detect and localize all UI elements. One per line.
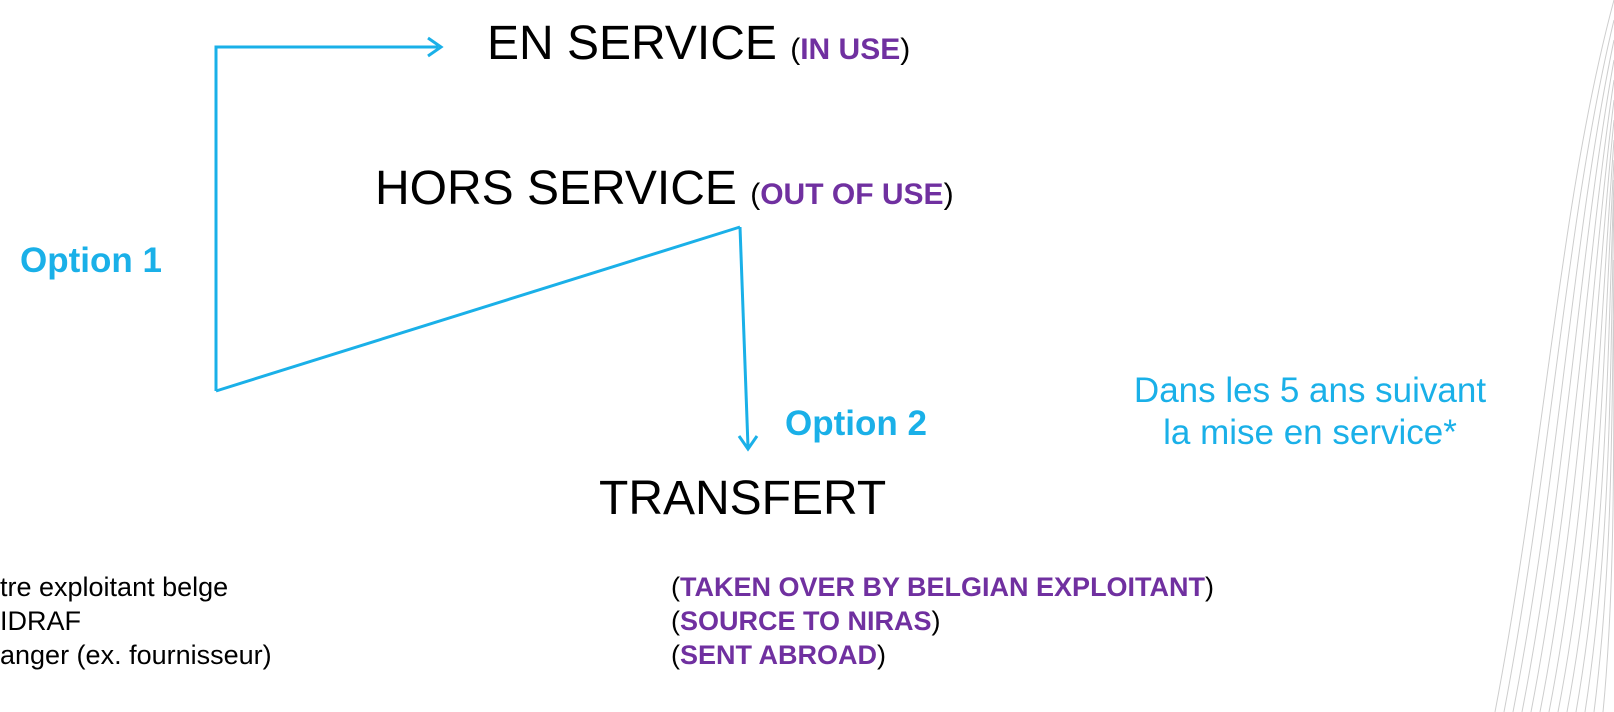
- transfer-item-en-close-paren: ): [877, 640, 887, 670]
- option1-arrowhead: [427, 36, 444, 58]
- transfer-item-en-label: SENT ABROAD: [680, 640, 878, 670]
- transfer-item-en-open-paren: (: [671, 640, 680, 670]
- state-in-use-translation: IN USE: [800, 33, 901, 66]
- transfer-item-en: (TAKEN OVER BY BELGIAN EXPLOITANT): [671, 570, 1214, 604]
- timing-note: Dans les 5 ans suivant la mise en servic…: [1110, 370, 1510, 454]
- transfer-list-french: tre exploitant belge IDRAF anger (ex. fo…: [0, 570, 272, 672]
- state-in-use-label: EN SERVICE: [487, 17, 777, 70]
- transfer-item-en: (SENT ABROAD): [671, 638, 1214, 672]
- transfer-item-en-label: TAKEN OVER BY BELGIAN EXPLOITANT: [680, 572, 1206, 602]
- transfer-item-en-open-paren: (: [671, 572, 680, 602]
- state-transfer: TRANSFERT: [599, 472, 887, 525]
- option1-connector: [214, 45, 438, 391]
- state-in-use-open-paren: (: [790, 33, 801, 66]
- timing-note-line2: la mise en service*: [1163, 413, 1457, 452]
- transfer-item-en-close-paren: ): [1205, 572, 1215, 602]
- transfer-list-english: (TAKEN OVER BY BELGIAN EXPLOITANT) (SOUR…: [671, 570, 1214, 672]
- transfer-item-en-close-paren: ): [931, 606, 941, 636]
- option1-label: Option 1: [20, 241, 162, 280]
- transfer-item-fr: tre exploitant belge: [0, 572, 229, 602]
- option2-arrowhead: [737, 435, 759, 452]
- state-out-of-use: HORS SERVICE (OUT OF USE): [375, 165, 954, 213]
- decorative-swoosh: [1494, 0, 1614, 712]
- option2-label: Option 2: [785, 404, 927, 443]
- state-out-of-use-close-paren: ): [943, 178, 954, 211]
- option2-connector: [738, 226, 750, 448]
- state-out-of-use-label: HORS SERVICE: [375, 162, 737, 215]
- state-in-use-close-paren: ): [900, 33, 911, 66]
- transfer-item-en: (SOURCE TO NIRAS): [671, 604, 1214, 638]
- transfer-item-en-open-paren: (: [671, 606, 680, 636]
- option-branch-line: [215, 225, 741, 393]
- transfer-item-en-label: SOURCE TO NIRAS: [680, 606, 932, 636]
- transfer-item-fr: IDRAF: [0, 606, 81, 636]
- state-out-of-use-translation: OUT OF USE: [760, 178, 944, 211]
- state-in-use: EN SERVICE (IN USE): [487, 20, 910, 68]
- timing-note-line1: Dans les 5 ans suivant: [1133, 371, 1487, 410]
- transfer-item-fr: anger (ex. fournisseur): [0, 640, 272, 670]
- state-out-of-use-open-paren: (: [750, 178, 761, 211]
